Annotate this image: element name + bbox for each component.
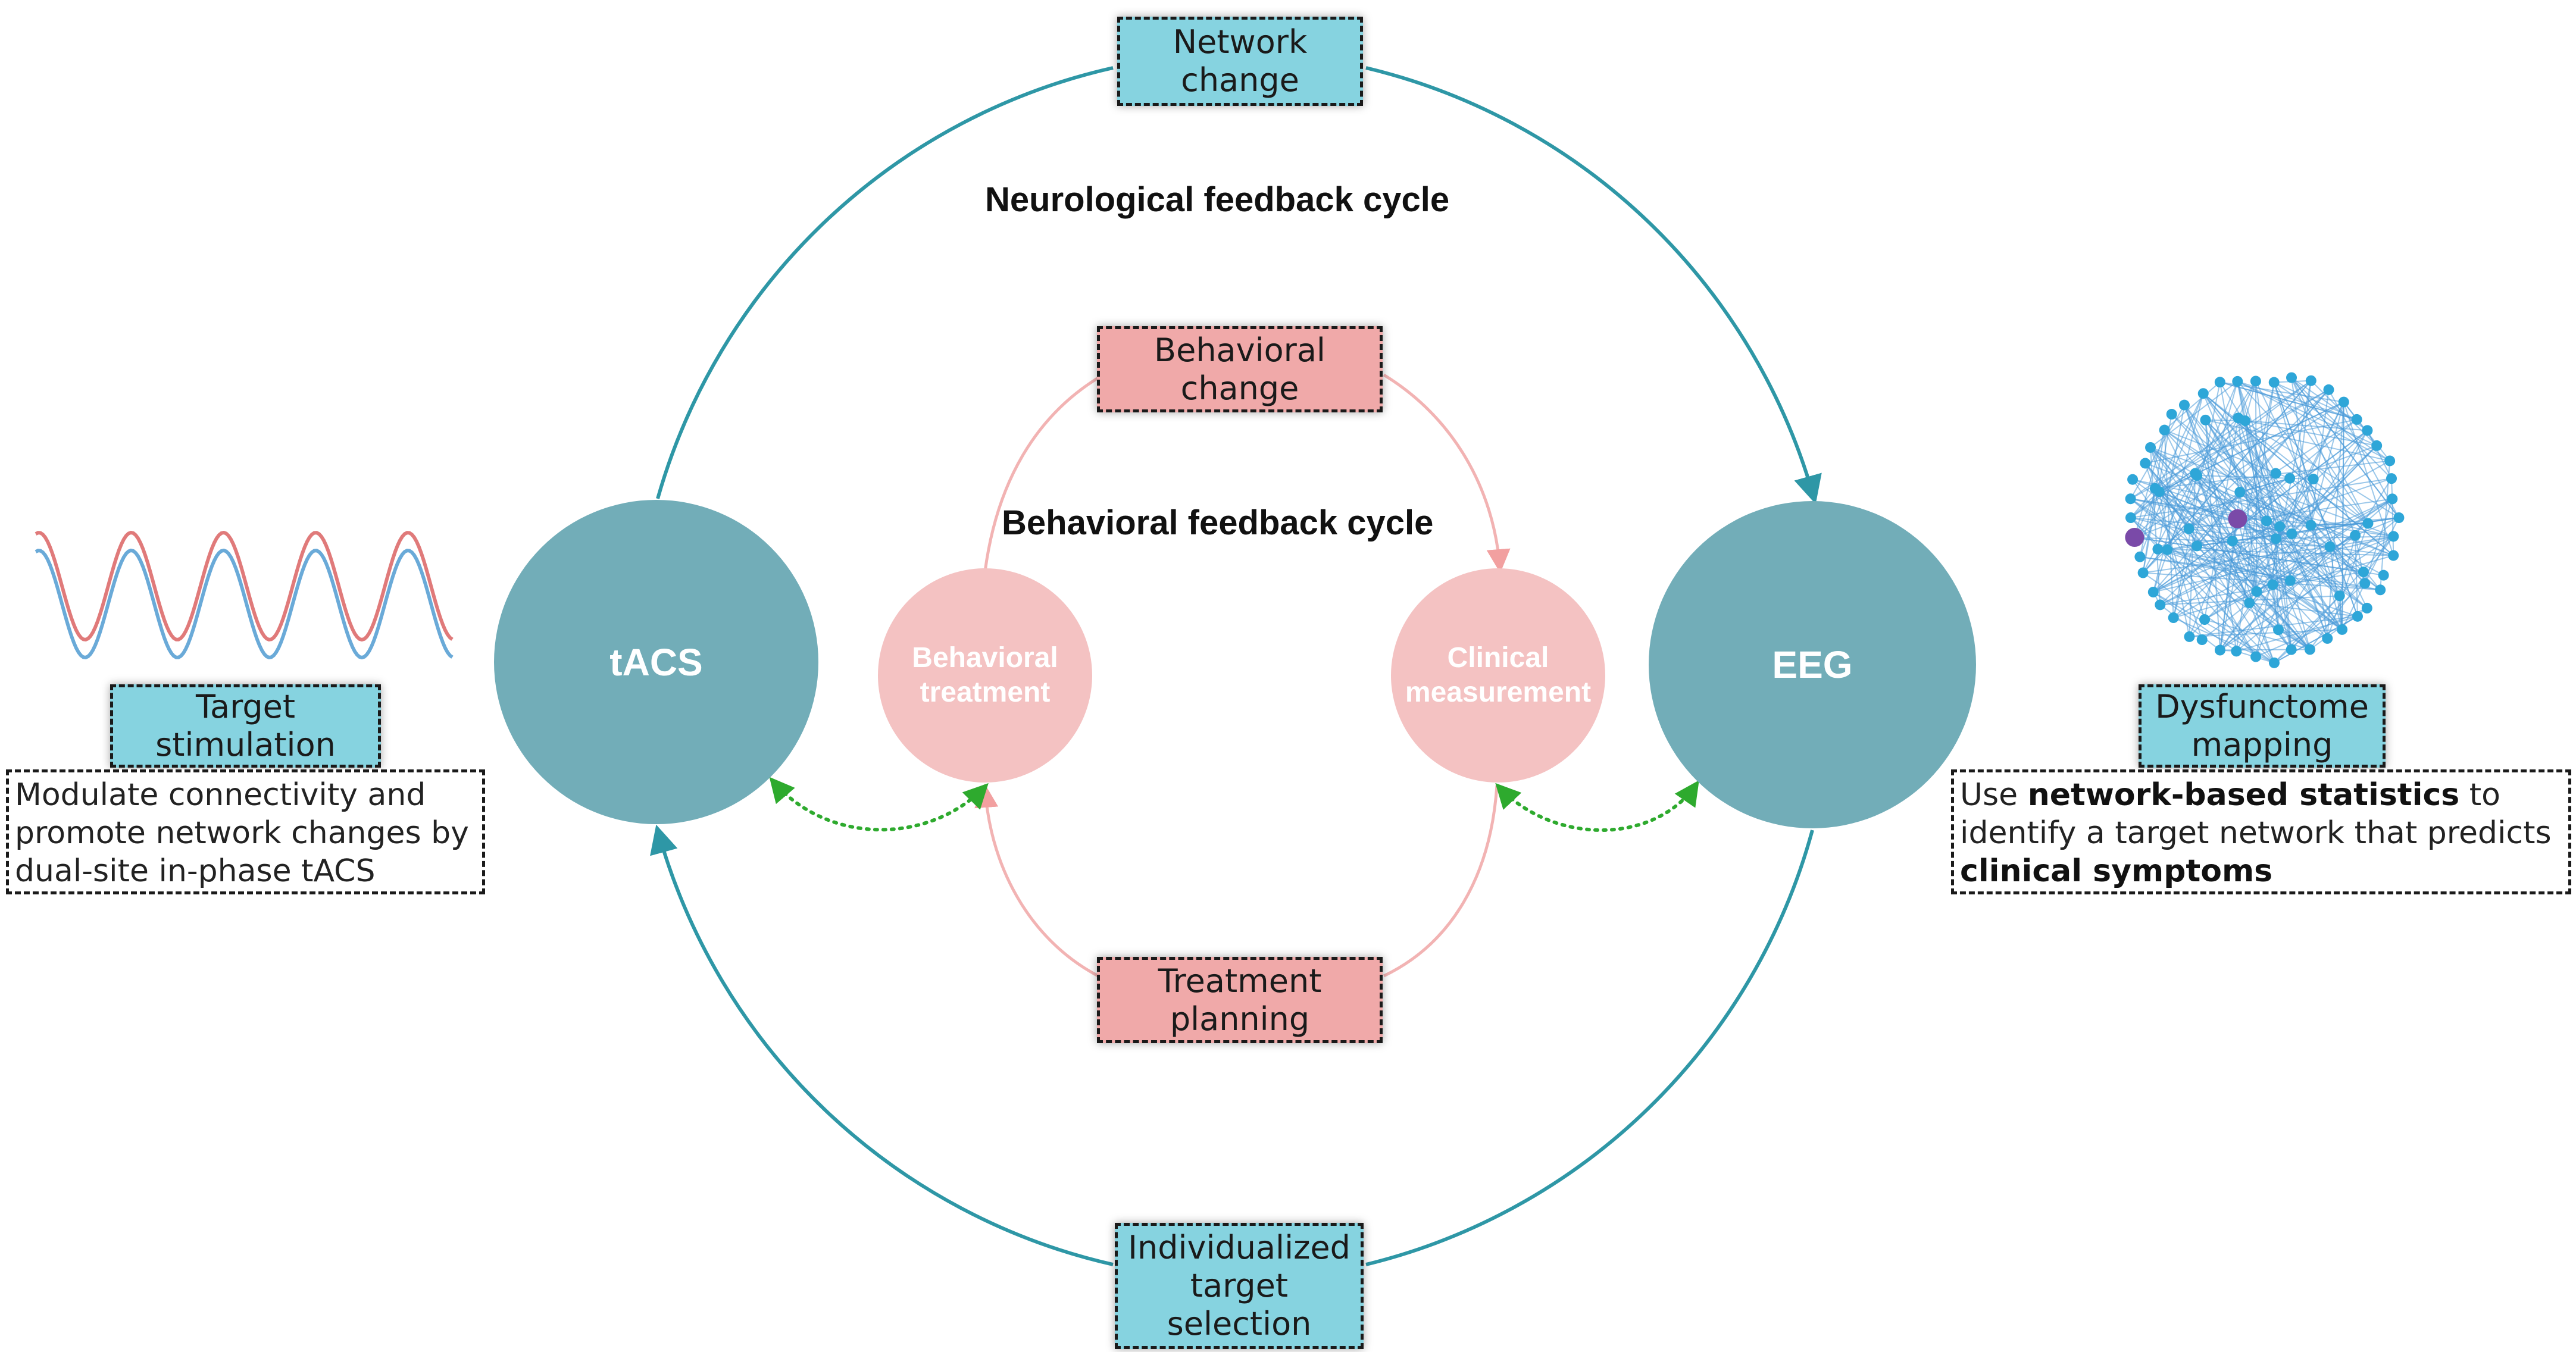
outer-arc-tacs-to-network <box>656 66 1114 499</box>
dysfunctome-mapping-box: Dysfunctome mapping <box>2139 684 2386 768</box>
outer-arc-network-to-eeg <box>1365 66 1822 505</box>
inner-ring <box>974 373 1511 978</box>
treatment-planning-box: Treatment planning <box>1097 957 1383 1043</box>
individualized-target-selection-box: Individualized target selection <box>1115 1223 1364 1349</box>
outer-arc-selection-to-tacs <box>650 824 1114 1266</box>
outer-arc-eeg-to-selection <box>1365 830 1814 1266</box>
inner-arc-clinical-to-planning <box>1383 785 1499 978</box>
right-description-bold-1: network-based statistics <box>2027 777 2460 813</box>
behavioral-change-label: Behavioral change <box>1154 331 1325 407</box>
treatment-planning-label: Treatment planning <box>1158 962 1322 1038</box>
behavioral-treatment-label: Behavioral treatment <box>912 642 1058 708</box>
outer-ring <box>650 66 1822 1266</box>
behavioral-treatment-node: Behavioral treatment <box>878 568 1092 783</box>
dotted-link-tacs-treatment <box>769 777 989 832</box>
dotted-links <box>769 777 1699 832</box>
right-description-prefix: Use <box>1960 777 2028 813</box>
left-description-text: Modulate connectivity and promote networ… <box>15 777 469 889</box>
behavioral-cycle-title: Behavioral feedback cycle <box>1002 503 1434 542</box>
inner-arc-treatment-to-change <box>983 376 1099 572</box>
target-stimulation-label: Target stimulation <box>155 688 336 763</box>
behavioral-change-box: Behavioral change <box>1097 326 1383 412</box>
right-description-mid: to identify a target network that predic… <box>1960 777 2552 851</box>
neurological-cycle-title: Neurological feedback cycle <box>985 180 1450 219</box>
inner-arc-change-to-clinical <box>1383 373 1511 573</box>
brain-network-graph-icon <box>2125 372 2405 668</box>
right-description-bold-2: clinical symptoms <box>1960 853 2273 889</box>
dual-sine-wave-icon <box>35 530 454 660</box>
network-change-box: Network change <box>1117 17 1363 106</box>
right-description: Use network-based statistics to identify… <box>1951 769 2571 894</box>
tacs-label: tACS <box>609 640 703 684</box>
clinical-measurement-node: Clinical measurement <box>1391 568 1605 783</box>
dysfunctome-mapping-label: Dysfunctome mapping <box>2155 688 2369 763</box>
individualized-target-selection-label: Individualized target selection <box>1128 1229 1350 1342</box>
tacs-node: tACS <box>494 500 818 824</box>
network-change-label: Network change <box>1173 23 1308 99</box>
left-description: Modulate connectivity and promote networ… <box>6 769 485 894</box>
target-stimulation-box: Target stimulation <box>110 684 381 768</box>
eeg-node: EEG <box>1649 501 1976 828</box>
eeg-label: EEG <box>1772 643 1853 686</box>
clinical-measurement-label: Clinical measurement <box>1405 642 1592 708</box>
dotted-link-clinical-eeg <box>1495 780 1699 832</box>
inner-arc-planning-to-treatment <box>974 784 1099 978</box>
